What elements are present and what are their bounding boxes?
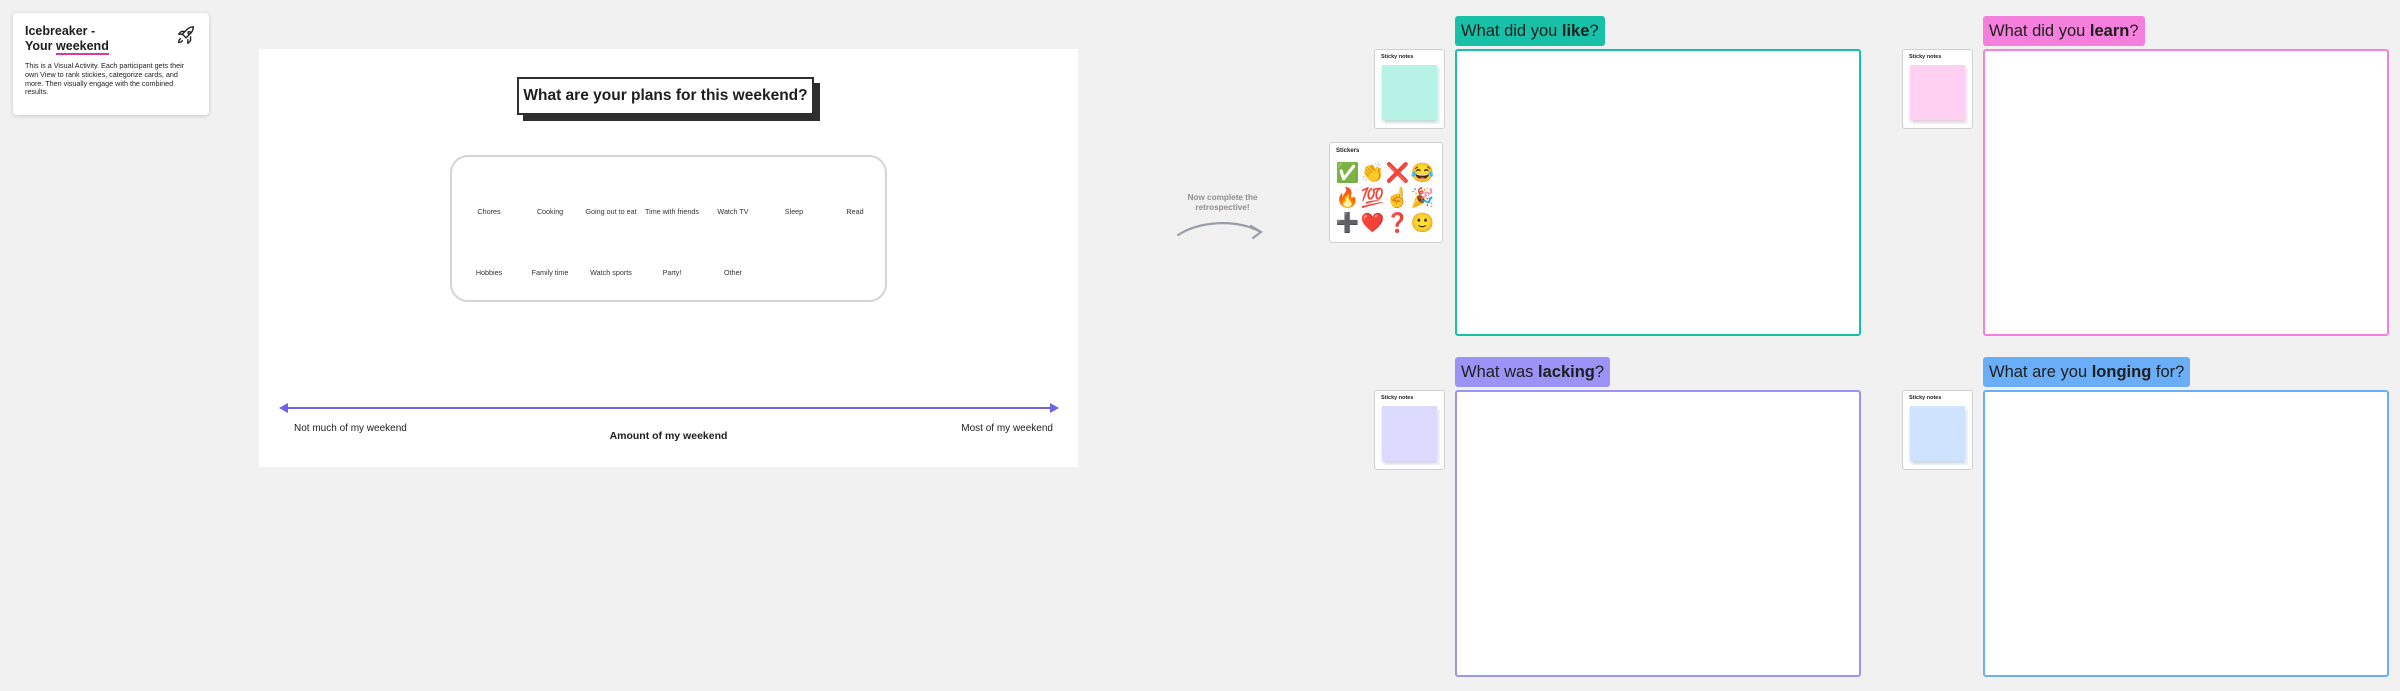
activity-card[interactable]: Other <box>724 267 742 277</box>
frame-longing[interactable] <box>1983 390 2389 677</box>
frame-title-suffix: for? <box>2151 363 2185 381</box>
stickers-label: Stickers <box>1336 148 1360 154</box>
frame-lacking[interactable] <box>1455 390 1861 677</box>
curved-arrow-icon <box>1176 222 1263 240</box>
sticky-notes-panel-longing[interactable]: Sticky notes <box>1902 390 1973 470</box>
info-card-description: This is a Visual Activity. Each particip… <box>25 61 185 97</box>
activity-card[interactable]: Time with friends <box>644 206 700 216</box>
frame-title-suffix: ? <box>2129 22 2139 40</box>
frame-title-bold: lacking <box>1538 363 1595 381</box>
activity-card[interactable]: Going out to eat <box>585 206 637 216</box>
card-container: Chores Cooking Going out to eat Time wit… <box>450 155 887 302</box>
frame-title-suffix: ? <box>1594 363 1605 381</box>
sticky-note[interactable] <box>1910 65 1965 120</box>
activity-card[interactable]: Watch TV <box>717 206 749 216</box>
smiling-face-icon[interactable]: 🙂 <box>1410 213 1435 234</box>
sticky-panel-label: Sticky notes <box>1909 54 1942 60</box>
activity-card[interactable]: Family time <box>531 267 569 277</box>
activity-card[interactable]: Party! <box>662 267 682 277</box>
frame-title-suffix: ? <box>1589 22 1599 40</box>
frame-title-longing[interactable]: What are you longing for? <box>1983 357 2191 387</box>
activity-card[interactable]: Read <box>846 206 864 216</box>
question-title: What are your plans for this weekend? <box>517 77 814 115</box>
sticky-panel-label: Sticky notes <box>1909 395 1942 401</box>
frame-like[interactable] <box>1455 49 1861 336</box>
ranking-axis <box>279 402 1059 414</box>
sticky-note[interactable] <box>1382 406 1437 461</box>
frame-title-lacking[interactable]: What was lacking? <box>1455 357 1611 387</box>
sticker-grid: ✅ 👏 ❌ 😂 🔥 💯 ☝️ 🎉 ➕ ❤️ ❓ 🙂 <box>1335 161 1435 236</box>
connector-text: Now complete the retrospective! <box>1187 193 1258 212</box>
question-mark-icon[interactable]: ❓ <box>1385 213 1410 234</box>
arrow-right-icon <box>1050 403 1059 413</box>
axis-label-right: Most of my weekend <box>961 423 1053 434</box>
arrow-left-icon <box>279 403 288 413</box>
activity-card[interactable]: Sleep <box>784 206 804 216</box>
sticky-note[interactable] <box>1910 406 1965 461</box>
fire-icon[interactable]: 🔥 <box>1335 188 1360 209</box>
sticky-note-stack[interactable] <box>1382 65 1440 124</box>
sticky-note-stack[interactable] <box>1910 65 1968 124</box>
sticky-note[interactable] <box>1382 65 1437 120</box>
frame-title-prefix: What did you <box>1989 22 2090 40</box>
plus-icon[interactable]: ➕ <box>1335 213 1360 234</box>
clapping-hands-icon[interactable]: 👏 <box>1360 163 1385 184</box>
sticky-panel-label: Sticky notes <box>1381 395 1414 401</box>
sticky-notes-panel-learn[interactable]: Sticky notes <box>1902 49 1973 129</box>
sticky-note-stack[interactable] <box>1910 406 1968 465</box>
hundred-points-icon[interactable]: 💯 <box>1360 188 1385 209</box>
sticky-notes-panel-like[interactable]: Sticky notes <box>1374 49 1445 129</box>
frame-title-prefix: What did you <box>1461 22 1562 40</box>
axis-label-left: Not much of my weekend <box>294 423 407 434</box>
cross-mark-icon[interactable]: ❌ <box>1385 163 1410 184</box>
red-heart-icon[interactable]: ❤️ <box>1360 213 1385 234</box>
info-title-highlight: weekend <box>56 39 109 55</box>
rocket-icon <box>177 26 195 45</box>
frame-title-prefix: What are you <box>1989 363 2092 381</box>
axis-line <box>283 407 1055 409</box>
frame-title-like[interactable]: What did you like? <box>1455 16 1605 46</box>
sticky-note-stack[interactable] <box>1382 406 1440 465</box>
visual-activity-board: What are your plans for this weekend? Ch… <box>259 49 1078 467</box>
sticky-panel-label: Sticky notes <box>1381 54 1414 60</box>
info-card-title: Icebreaker - Your weekend <box>25 24 135 55</box>
activity-card[interactable]: Cooking <box>536 206 564 216</box>
check-mark-icon[interactable]: ✅ <box>1335 163 1360 184</box>
axis-title: Amount of my weekend <box>609 430 728 442</box>
frame-title-bold: learn <box>2089 22 2130 40</box>
laughing-face-icon[interactable]: 😂 <box>1410 163 1435 184</box>
frame-learn[interactable] <box>1983 49 2389 336</box>
info-title-line2: Your <box>25 39 57 53</box>
frame-title-bold: like <box>1561 22 1590 40</box>
activity-card[interactable]: Watch sports <box>590 267 632 277</box>
activity-card[interactable]: Hobbies <box>475 267 503 277</box>
question-box: What are your plans for this weekend? <box>517 77 820 121</box>
stickers-panel: Stickers ✅ 👏 ❌ 😂 🔥 💯 ☝️ 🎉 ➕ ❤️ ❓ 🙂 <box>1329 142 1443 243</box>
sticky-notes-panel-lacking[interactable]: Sticky notes <box>1374 390 1445 470</box>
party-popper-icon[interactable]: 🎉 <box>1410 188 1435 209</box>
activity-card[interactable]: Chores <box>477 206 501 216</box>
frame-title-bold: longing <box>2091 363 2152 381</box>
frame-title-prefix: What was <box>1461 363 1539 381</box>
frame-title-learn[interactable]: What did you learn? <box>1983 16 2145 46</box>
index-pointing-up-icon[interactable]: ☝️ <box>1385 188 1410 209</box>
activity-info-card: Icebreaker - Your weekend This is a Visu… <box>13 13 209 115</box>
info-title-line1: Icebreaker - <box>25 24 96 38</box>
